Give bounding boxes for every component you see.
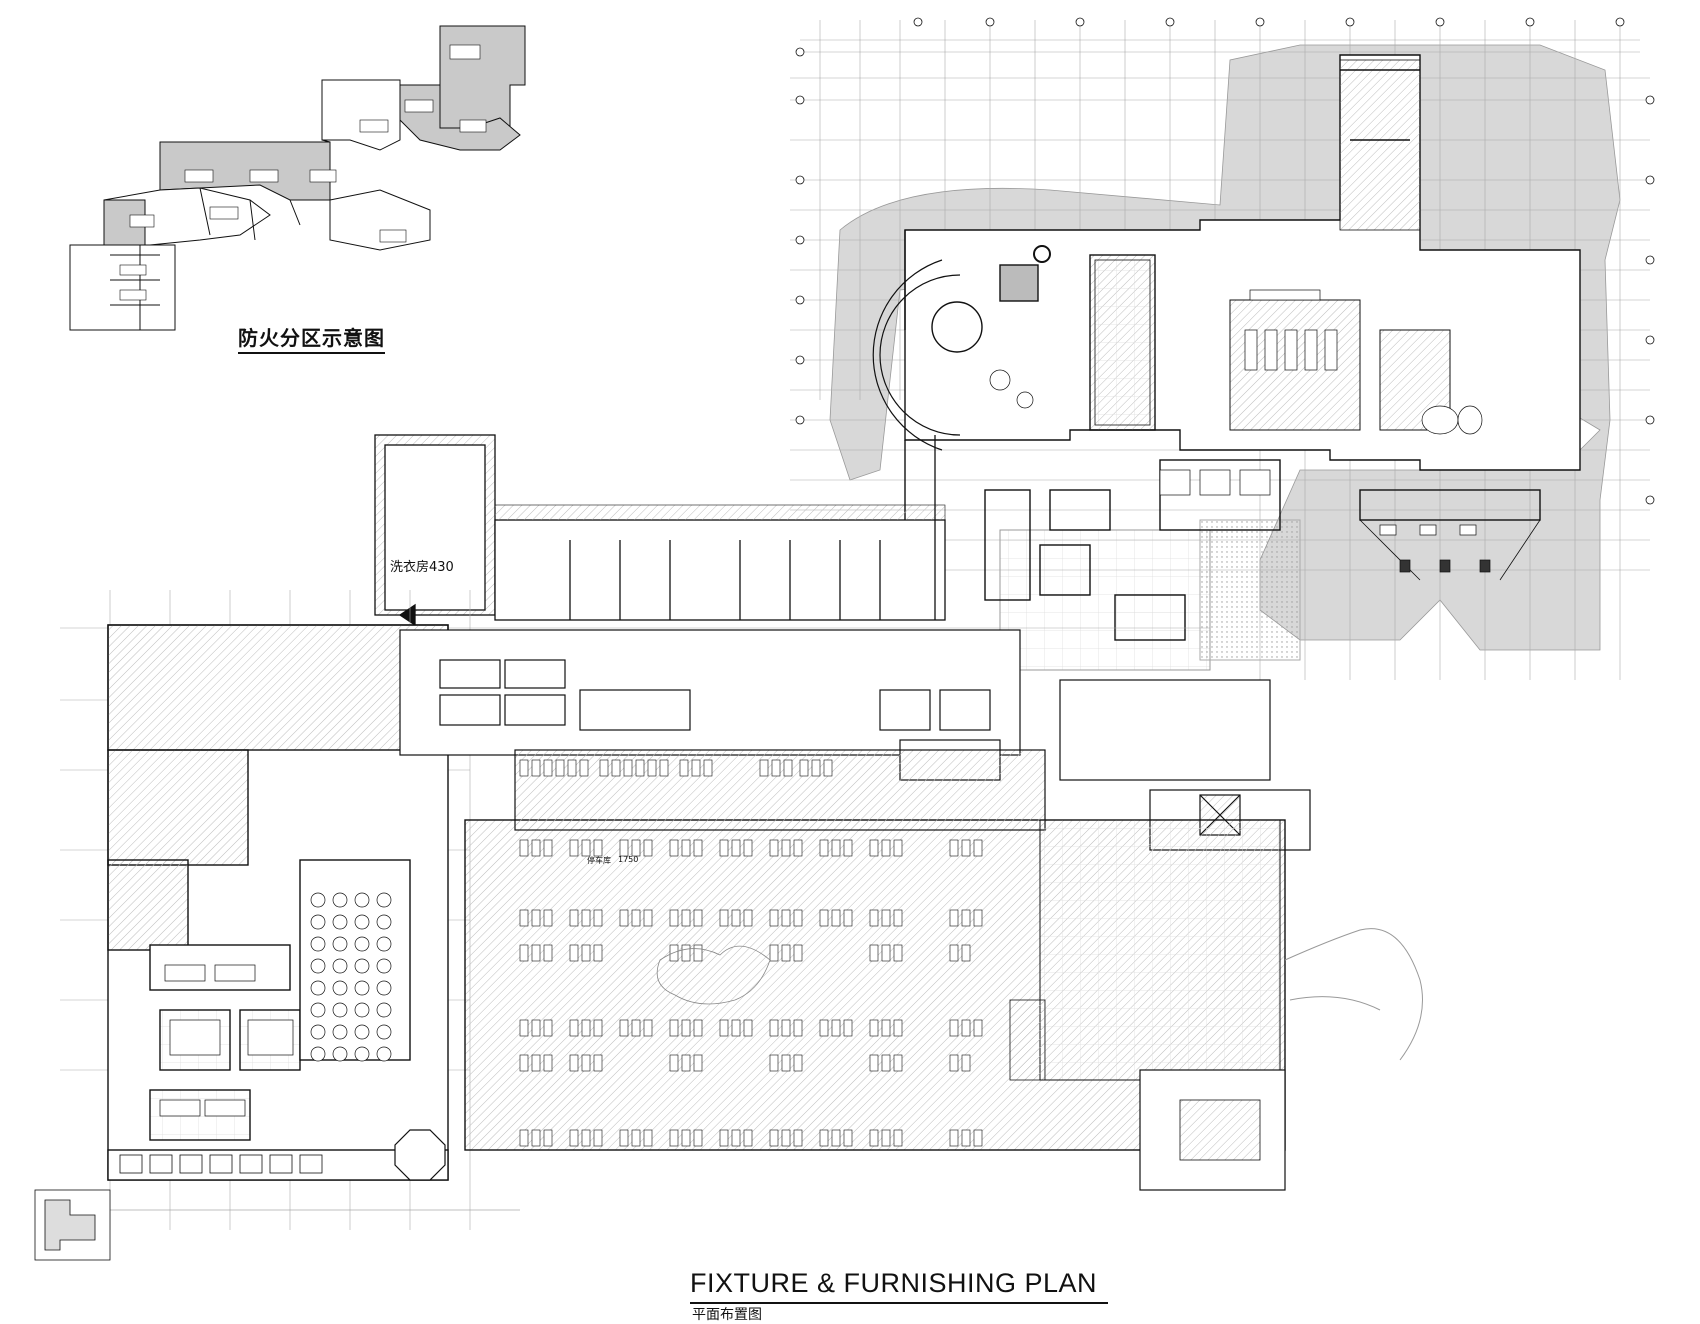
octagonal-stair [394,1129,446,1181]
laundry-room-label: 洗衣房430 [390,560,454,575]
parking-label: 停车库 [587,856,611,865]
banquet-tables [159,892,392,1117]
parking-count-label: 1750 [618,855,639,864]
upper-wing [872,54,1581,641]
south-facade [60,1154,520,1211]
grid-bubbles-top [795,17,1655,505]
title-underline [690,1302,1108,1304]
drawing-subtitle: 平面布置图 [692,1307,762,1323]
lobby-furniture [989,289,1491,573]
tree-outline [656,945,771,1005]
key-plan [34,1189,111,1261]
fire-zone-inset [69,25,526,331]
left-wing [107,624,449,1181]
central-block [399,629,1311,851]
laundry-block [374,434,946,627]
fire-zone-inset-title: 防火分区示意图 [238,322,385,354]
parking-stalls [519,759,983,1147]
drawing-title: FIXTURE & FURNISHING PLAN [690,1268,1098,1298]
